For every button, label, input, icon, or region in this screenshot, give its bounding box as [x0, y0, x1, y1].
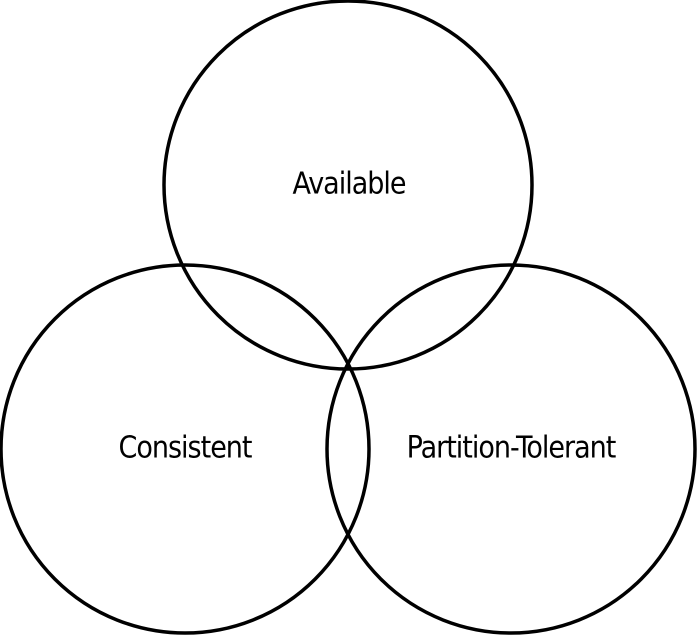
circle-partition-tolerant	[325, 263, 697, 635]
circle-available	[162, 0, 534, 371]
label-consistent: Consistent	[119, 431, 252, 466]
label-available: Available	[293, 167, 406, 202]
label-partition-tolerant: Partition-Tolerant	[407, 431, 616, 466]
circle-consistent	[0, 263, 371, 635]
